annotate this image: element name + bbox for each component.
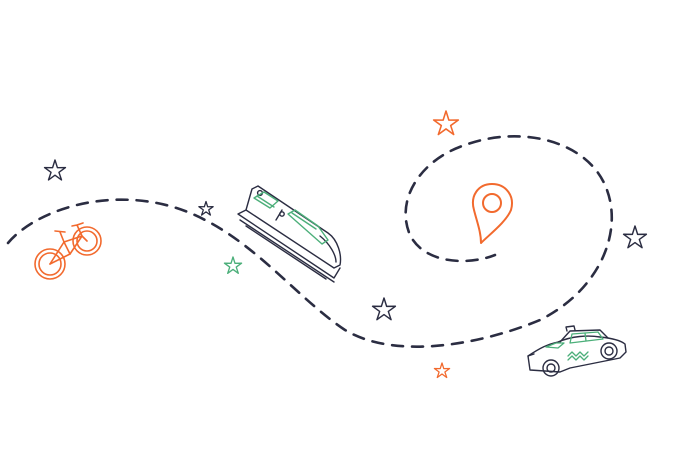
star-icon bbox=[371, 297, 397, 321]
star-icon bbox=[433, 362, 451, 379]
star-icon bbox=[622, 225, 648, 249]
location-pin-icon bbox=[472, 183, 513, 244]
taxi-icon bbox=[527, 325, 627, 377]
dashed-route-path bbox=[6, 135, 614, 348]
star-icon bbox=[432, 110, 460, 136]
star-icon bbox=[223, 256, 243, 274]
bicycle-icon bbox=[34, 222, 102, 280]
train-icon bbox=[237, 185, 342, 283]
star-icon bbox=[198, 200, 214, 216]
star-icon bbox=[43, 159, 67, 181]
